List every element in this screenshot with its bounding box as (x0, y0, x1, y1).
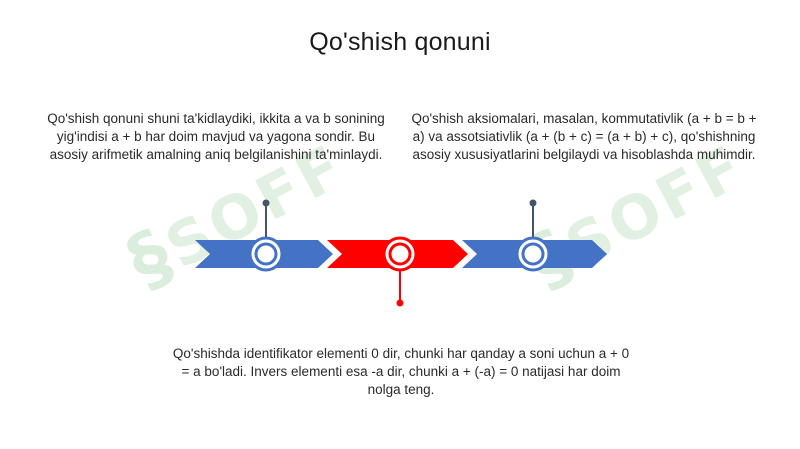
slide-title: Qo'shish qonuni (309, 28, 491, 56)
point-2-text: Qo'shishda identifikator elementi 0 dir,… (172, 346, 630, 397)
connector-3-dot (529, 199, 537, 207)
marker-3-inner (521, 242, 545, 266)
point-3-text: Qo'shish aksiomalari, masalan, kommutati… (411, 111, 757, 162)
point-1-text: Qo'shish qonuni shuni ta'kidlaydiki, ikk… (47, 111, 385, 162)
marker-1-inner (254, 242, 278, 266)
connector-1-dot (262, 199, 270, 207)
marker-2-inner (388, 242, 412, 266)
connector-2-dot (396, 299, 404, 307)
